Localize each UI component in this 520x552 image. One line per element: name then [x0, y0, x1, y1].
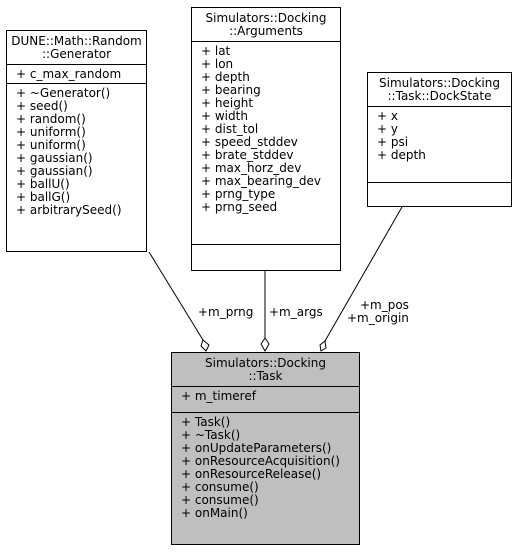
attribute: + max_horz_dev	[201, 161, 302, 175]
method: + Task()	[181, 415, 231, 429]
class-task-methods: + Task() + ~Task() + onUpdateParameters(…	[172, 412, 359, 522]
attribute: + max_bearing_dev	[201, 174, 321, 188]
edge-label-m-args: +m_args	[269, 305, 323, 319]
class-dockstate-methods	[368, 182, 511, 188]
class-dockstate-attributes: + x + y + psi + depth	[368, 106, 511, 182]
class-generator-title: DUNE::Math::Random ::Generator	[11, 34, 142, 61]
attribute: + psi	[377, 135, 409, 149]
attribute: + lon	[201, 57, 234, 71]
attribute: + y	[377, 122, 398, 136]
method: + ballG()	[16, 190, 71, 204]
class-arguments-attributes: + lat + lon + depth + bearing + height +…	[192, 41, 340, 244]
attribute: + depth	[377, 148, 426, 162]
attribute: + dist_tol	[201, 122, 259, 136]
edge-m-prng-diamond	[200, 339, 210, 352]
attribute: + prng_seed	[201, 200, 278, 214]
method: + ballU()	[16, 177, 70, 191]
class-task-title: Simulators::Docking ::Task	[205, 356, 326, 383]
edge-label-m-prng: +m_prng	[198, 305, 254, 319]
method: + gaussian()	[16, 164, 93, 178]
attribute: + width	[201, 109, 248, 123]
edge-m-pos-diamond	[319, 340, 327, 352]
method: + ~Task()	[181, 428, 241, 442]
method: + onMain()	[181, 506, 248, 520]
method: + consume()	[181, 480, 259, 494]
attribute: + height	[201, 96, 254, 110]
method: + uniform()	[16, 125, 86, 139]
method: + random()	[16, 112, 86, 126]
method: + consume()	[181, 493, 259, 507]
method: + onUpdateParameters()	[181, 441, 332, 455]
class-task: Simulators::Docking ::Task + m_timeref +…	[171, 352, 360, 545]
method: + onResourceAcquisition()	[181, 454, 340, 468]
method: + seed()	[16, 99, 68, 113]
method: + gaussian()	[16, 151, 93, 165]
attribute: + c_max_random	[16, 67, 122, 81]
class-arguments-methods	[192, 244, 340, 250]
attribute: + x	[377, 109, 398, 123]
attribute: + bearing	[201, 83, 261, 97]
class-arguments-title: Simulators::Docking ::Arguments	[205, 11, 327, 38]
class-generator: DUNE::Math::Random ::Generator + c_max_r…	[6, 30, 147, 252]
class-dockstate: Simulators::Docking ::Task::DockState + …	[367, 72, 512, 207]
edge-m-prng-line	[148, 251, 204, 341]
edge-m-pos-line	[324, 206, 403, 342]
attribute: + brate_stddev	[201, 148, 294, 162]
method: + uniform()	[16, 138, 86, 152]
class-arguments: Simulators::Docking ::Arguments + lat + …	[191, 7, 341, 271]
method: + arbitrarySeed()	[16, 203, 122, 217]
class-task-attributes: + m_timeref	[172, 386, 359, 412]
method: + ~Generator()	[16, 86, 111, 100]
attribute: + speed_stddev	[201, 135, 298, 149]
attribute: + m_timeref	[181, 389, 256, 403]
attribute: + prng_type	[201, 187, 276, 201]
attribute: + lat	[201, 44, 231, 58]
method: + onResourceRelease()	[181, 467, 322, 481]
edge-m-args-diamond	[260, 337, 270, 353]
attribute: + depth	[201, 70, 250, 84]
class-generator-attributes: + c_max_random	[7, 64, 146, 83]
edge-label-m-pos: +m_pos +m_origin	[347, 298, 409, 325]
class-dockstate-title: Simulators::Docking ::Task::DockState	[379, 76, 500, 103]
class-generator-methods: + ~Generator() + seed() + random() + uni…	[7, 83, 146, 219]
